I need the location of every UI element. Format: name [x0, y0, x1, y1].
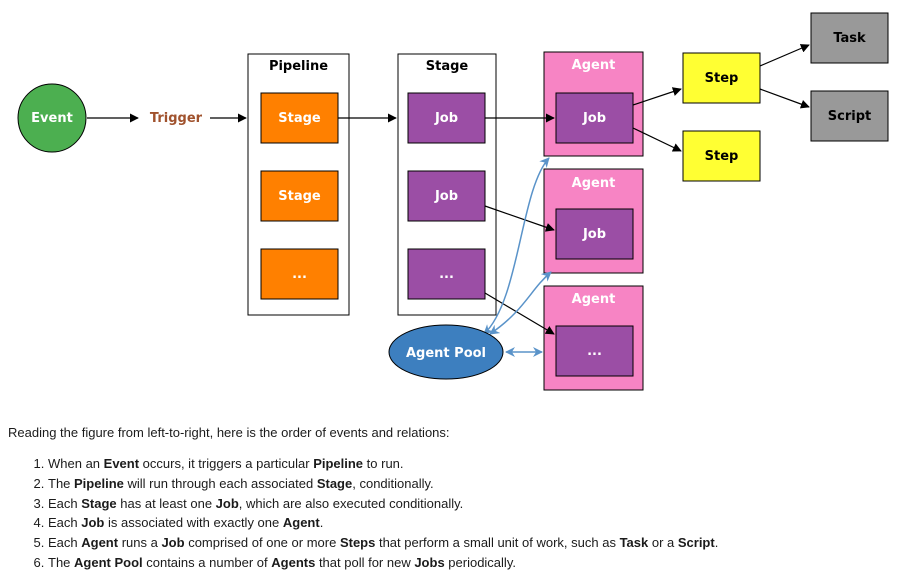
event-label: Event — [31, 111, 73, 126]
trigger-label: Trigger — [150, 111, 203, 126]
pipeline-diagram: Event Trigger Pipeline Stage Stage ... S… — [17, 12, 889, 391]
term-jobs: Jobs — [414, 554, 445, 570]
event-node: Event — [17, 83, 87, 153]
svg-text:Stage: Stage — [278, 189, 321, 204]
step-2: Step — [682, 130, 761, 182]
agent-2: Agent Job — [543, 168, 644, 274]
agent-job-label: Job — [582, 227, 606, 242]
agent-title: Agent — [572, 292, 616, 307]
svg-text:...: ... — [439, 267, 454, 282]
list-item: Each Job is associated with exactly one … — [48, 513, 900, 533]
agent-3: Agent ... — [543, 285, 644, 391]
agent-pool-poll-arrows — [483, 157, 552, 357]
pipeline-title: Pipeline — [269, 59, 328, 74]
agent-pool-label: Agent Pool — [406, 346, 486, 361]
svg-text:Script: Script — [828, 109, 871, 124]
term-stage: Stage — [81, 495, 117, 511]
script-node: Script — [810, 90, 889, 142]
agent-job-to-step1-arrow — [632, 87, 682, 106]
intro-paragraph: Reading the figure from left-to-right, h… — [8, 425, 450, 440]
term-job: Job — [215, 495, 239, 511]
term-event: Event — [103, 456, 140, 471]
term-agent: Agent — [81, 535, 119, 551]
svg-text:Stage: Stage — [278, 111, 321, 126]
term-stage: Stage — [316, 475, 353, 491]
term-agent: Agent — [282, 515, 320, 531]
stage-job-2: Job — [407, 170, 486, 222]
svg-text:Job: Job — [434, 189, 458, 204]
term-agents: Agents — [271, 554, 316, 570]
term-pipeline: Pipeline — [74, 475, 124, 491]
task-node: Task — [810, 12, 889, 64]
agent-job-label: Job — [582, 111, 606, 126]
agent-pool-node: Agent Pool — [388, 324, 504, 380]
agent-title: Agent — [572, 176, 616, 191]
term-pipeline: Pipeline — [313, 456, 364, 471]
pipeline-stage-1: Stage — [260, 92, 339, 144]
term-job: Job — [81, 515, 105, 531]
step-to-script-arrow — [759, 88, 810, 109]
svg-text:Task: Task — [833, 31, 866, 46]
agent-job-label: ... — [587, 344, 602, 359]
relations-list: When an Event occurs, it triggers a part… — [8, 454, 900, 573]
pipeline-stage-3: ... — [260, 248, 339, 300]
term-task: Task — [619, 535, 649, 551]
term-script: Script — [677, 535, 715, 551]
agent-title: Agent — [572, 58, 616, 73]
list-item: Each Agent runs a Job comprised of one o… — [48, 533, 900, 553]
list-item: Each Stage has at least one Job, which a… — [48, 494, 900, 514]
term-agent-pool: Agent Pool — [74, 554, 143, 570]
stage-title: Stage — [426, 59, 469, 74]
pipeline-stage-2: Stage — [260, 170, 339, 222]
step-1: Step — [682, 52, 761, 104]
explanation-text: Reading the figure from left-to-right, h… — [8, 424, 900, 573]
term-job: Job — [161, 535, 185, 551]
stage-container: Stage Job Job ... — [397, 53, 497, 316]
pipeline-container: Pipeline Stage Stage ... — [247, 53, 350, 316]
term-steps: Steps — [339, 535, 376, 551]
list-item: The Agent Pool contains a number of Agen… — [48, 553, 900, 573]
list-item: The Pipeline will run through each assoc… — [48, 474, 900, 494]
agent-1: Agent Job — [543, 51, 644, 157]
stage-job-3: ... — [407, 248, 486, 300]
svg-text:...: ... — [292, 267, 307, 282]
list-item: When an Event occurs, it triggers a part… — [48, 454, 900, 474]
svg-text:Step: Step — [705, 71, 739, 86]
agent-job-to-step2-arrow — [632, 127, 682, 152]
step-to-task-arrow — [759, 44, 810, 67]
svg-text:Step: Step — [705, 149, 739, 164]
svg-text:Job: Job — [434, 111, 458, 126]
stage-job-1: Job — [407, 92, 486, 144]
